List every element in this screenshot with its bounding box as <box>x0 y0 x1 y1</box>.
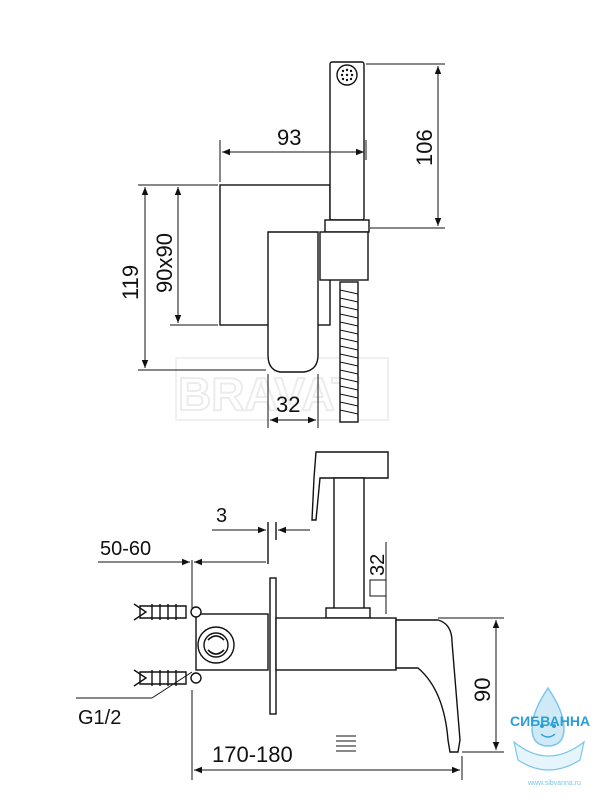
hose-coils <box>339 289 359 415</box>
hose-spring-icon <box>336 735 356 752</box>
dim-50-60 <box>98 558 266 610</box>
dim-90 <box>438 617 504 753</box>
shower-handset-top <box>311 451 389 521</box>
dim-90x90-label: 90x90 <box>152 233 177 293</box>
dim-50-60-label: 50-60 <box>100 538 151 560</box>
spray-face-icon <box>336 64 358 86</box>
watermark: BRAVAT <box>178 368 359 420</box>
cover-plate <box>269 577 277 715</box>
dim-square-32-label: 32 <box>367 554 389 576</box>
dim-106-label: 106 <box>412 129 437 166</box>
logo-url: www.sibvanna.ru <box>527 780 581 787</box>
holder-collar <box>324 219 370 233</box>
wall-anchor-bottom <box>133 669 202 687</box>
dim-119-label: 119 <box>118 265 143 300</box>
dim-106 <box>366 63 445 229</box>
dim-119 <box>138 184 266 371</box>
dim-170-180 <box>191 690 463 780</box>
lever <box>267 231 319 373</box>
lever-side <box>395 619 461 753</box>
cartridge-arrows-icon <box>207 635 225 655</box>
logo-name: СИБВАННА <box>510 713 590 729</box>
dim-3-label: 3 <box>216 505 227 527</box>
dim-square-32 <box>369 542 387 614</box>
holder-body <box>319 231 369 281</box>
dim-32-lever-label: 32 <box>276 392 300 417</box>
holder-base <box>325 607 371 619</box>
dim-90-label: 90 <box>470 678 495 702</box>
spray-nozzles-icon <box>340 68 354 82</box>
bottom-view <box>133 451 461 753</box>
dim-93-label: 93 <box>277 125 301 150</box>
bathtub-icon <box>513 740 585 771</box>
valve-body <box>275 617 397 671</box>
dim-32-lever <box>267 374 319 428</box>
holder-stem <box>333 477 365 614</box>
wall-anchor-top <box>133 603 202 621</box>
square-symbol-icon <box>369 579 387 597</box>
dim-90x90 <box>170 187 218 326</box>
dim-g12 <box>76 671 193 699</box>
dim-g12-label: G1/2 <box>78 707 121 729</box>
water-drop-icon <box>531 686 565 747</box>
top-view <box>219 61 370 423</box>
brand-logo: СИБВАННА www.sibvanna.ru <box>510 686 590 787</box>
dim-170-180-label: 170-180 <box>212 742 293 767</box>
hose <box>339 281 359 423</box>
dim-93 <box>219 140 367 182</box>
